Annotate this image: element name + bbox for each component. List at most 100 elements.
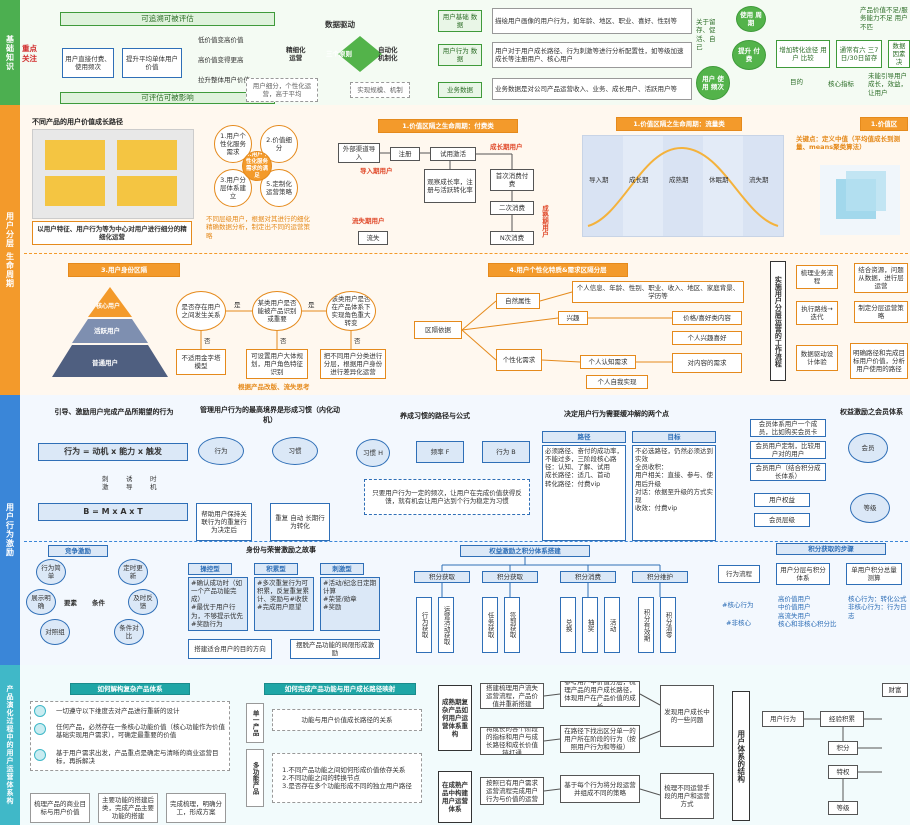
steps-title: 积分获取的步骤 (776, 543, 886, 555)
chain-convert: 增加转化途径 用户 比较 (776, 40, 830, 68)
result-2: 可设置用户大体规划，用户角色特征识别 (246, 349, 308, 379)
note-segmentation: 用户细分，个性化运营，高于平均 (246, 78, 318, 102)
points-g4: 积分维护 (632, 571, 688, 583)
mid-4: 将成长的各个阶段的指标和用户与成长路径和成长价值链打通 (480, 727, 544, 755)
perk-1: 用户权益 (754, 493, 810, 507)
business-data: 业务数据 (438, 82, 482, 98)
t5: 权益激励之会员体系 (840, 408, 903, 416)
card2-body: #多次重复行为可积累，反复重复累计、奖励与#收获 #完成用户愿望 (254, 577, 314, 631)
label-growth: 成长期用户 (490, 143, 523, 151)
arch-points: 积分 (828, 741, 858, 755)
data-driven-title: 数据驱动 (325, 20, 355, 29)
impl-title: 实施用户分层运营的工作流程 (770, 261, 786, 381)
step-1: 行为流程 (718, 565, 760, 583)
label-churn: 流失期用户 (352, 217, 385, 225)
desc-basic: 描绘用户画像的用户行为，如年龄、地区、职业、喜好、性别等 (492, 8, 692, 34)
mid-1: 搭建梳理用户流失运营流程，产品价值并重新搭建 (480, 683, 544, 709)
mid-2: 参考用户中价值分层，梳理产品的用户成长路径，体现用户在产品价值的成长 (560, 681, 640, 707)
points-g3: 积分消费 (560, 571, 616, 583)
pyramid-caption: 根据产品改版、流失思考 (238, 383, 310, 391)
flower-caption: 不同层级用户，根据对其进行的细化精确数据分析，制定出不同的运营策略 (206, 215, 310, 240)
band-incentive-body: 引导、激励用户完成产品所期望的行为 行为 = 动机 x 能力 x 触发 刺激 诱… (20, 395, 910, 665)
member-node: 会员 (848, 433, 888, 463)
t2: 管理用户行为的最高境界是形成习惯（内化动机） (200, 406, 340, 424)
seg-attr: 自然属性 (496, 293, 540, 309)
phase-3: 成熟期 (669, 176, 689, 184)
band-lifecycle-body: 不同产品的用户价值成长路径 以用户特征、用户行为等为中心对用户进行细分的精细化运… (20, 105, 910, 395)
path-items: 必须路径、奋付的成功率，不能过多，三阶段核心路径：认知、了解、试用 成长路径：适… (542, 445, 626, 541)
step-note-1: #核心行为 (722, 601, 754, 609)
points-g2: 积分获取 (482, 571, 538, 583)
sub-timing: 时机 (150, 475, 157, 492)
cube-visual (820, 165, 900, 235)
pyr-active: 活跃用户 (94, 327, 120, 335)
flower-center: 4.用户个性化服务需求的满足 (242, 151, 272, 181)
evaluate-banner: 可评估可被影响 (60, 92, 275, 104)
goal-items: 不必选路径，仍然必须达到实效 全员收积： 用户相关：直接、参与、使用后升级 对话… (632, 445, 716, 541)
seg-root: 区隔依据 (414, 321, 462, 339)
step-note-3: 高价值用户 中价值用户 高流失用户 核心和非核心积分比 (778, 595, 837, 629)
band-incentive-label: 用户行为激励 (0, 395, 20, 665)
three-principles: 三个原则 (326, 50, 352, 58)
arch-behavior: 用户行为 (762, 711, 804, 727)
curve-svg (583, 136, 783, 236)
desc-business: 业务数据是对公司产品运营收入、业务、成长用户、活跃用户等 (492, 78, 692, 100)
seg-need-2: 个人自我实现 (586, 375, 648, 389)
flow-lapsed: 流失 (358, 231, 388, 245)
behavior-b: 行为 B (482, 441, 530, 463)
use-frequency: 用户 使用 频次 (696, 66, 730, 100)
step-3: 单用户积分总量测算 (846, 563, 902, 585)
perk-2: 会员层级 (754, 513, 810, 527)
evo-item-2: 任何产品，必然存在一条核心功能价值（核心功能作为价值基础实现用户需求），可确定最… (56, 723, 225, 740)
comp-petal-1: 行为简单 (36, 559, 66, 585)
evo-item-3: 基于用户需求出发，产品重点是确定与清晰的商业运营目标，再拆解决 (56, 749, 219, 766)
flow-external: 外部渠道导入 (338, 143, 380, 163)
purpose-label: 目的 (790, 78, 803, 86)
comp-petal-2: 定时更新 (118, 559, 148, 585)
no-1: 否 (204, 337, 211, 345)
evo-item-1: 一切遵守以下维度去对产品进行重新的设计 (56, 707, 180, 715)
card3-body: #活动/纪念日定期计算 #荣誉/勋章 #奖励 (320, 577, 380, 631)
incentive-divider (24, 541, 908, 542)
card2-title: 积累型 (254, 563, 298, 575)
seg-interest: 兴趣 (558, 311, 588, 325)
right-note-bottom: 未能引导用户成长，效益，让用户 (868, 72, 907, 97)
stage-title-pay: 1.价值区隔之生命周期：付费类 (378, 119, 518, 133)
level-node: 等级 (850, 493, 890, 523)
note-scale: 实现规模、机制 (350, 82, 410, 98)
decision-1: 是否存在用户之间发生关系 (176, 291, 226, 331)
habit-formula-note: 只要用户行为一定的频次，让用户在完成价值获得反馈，就有机会让用户达到个行为稳定为… (364, 479, 530, 515)
freq-f: 频率 F (416, 441, 464, 463)
label-mature: 成熟期用户 (540, 205, 549, 238)
habit-note1: 帮助用户保持关联行为的重复行为决定后 (196, 503, 252, 541)
leaf-6: 抽奖 (582, 597, 598, 653)
behavior-node: 行为 (198, 437, 244, 465)
leaf-1: 行为获取 (416, 597, 432, 653)
step-note-2: #非核心 (726, 619, 751, 627)
band-basics-body: 可追溯可被评估 重点 关注 用户直接付费、使用频次 提升平均单体用户价值 低价值… (20, 0, 910, 105)
item-high-higher: 高价值变得更高 (198, 56, 244, 64)
step-note-4: 核心行为：转化公式 非核心行为：行为日志 (848, 595, 907, 620)
impl-right-1: 结合资源，问题从数据，进行层运营 (854, 263, 908, 293)
flow-first-pay: 首次消费付费 (490, 169, 534, 191)
sub-stimulus: 刺激 (102, 475, 109, 492)
band-basics-label: 基础知识 (0, 0, 20, 105)
key-focus: 重点 关注 (22, 44, 37, 63)
multi-desc: 1.不同产品功能之间如何形成价值依存关系 2.不同功能之间的转换节点 3.是否存… (272, 753, 422, 803)
evo-t1: 如何解构复杂产品体系 (70, 683, 190, 695)
band-lifecycle-label: 用户分层 生命周期 (0, 105, 20, 395)
yes-2: 是 (308, 301, 315, 309)
phase-2: 成长期 (629, 176, 649, 184)
member-item-1: 会员体系用户一个成员，比如购买会员卡 (750, 419, 826, 437)
comp-petal-6: 条件对比 (114, 619, 144, 645)
curve-chart: 导入期 成长期 成熟期 休眠期 流失期 (582, 135, 784, 237)
leaf-4: 签到获取 (504, 597, 520, 653)
band-evolution-body: 如何解构复杂产品体系 一切遵守以下维度去对产品进行重新的设计 任何产品，必然存在… (20, 665, 910, 825)
comp-petal-3: 展示明确 (26, 589, 56, 615)
pyr-normal: 普通用户 (92, 359, 118, 367)
mid-7: 按照已有用户需求运营流程完成用户行为与价值的运营 (480, 777, 544, 805)
t1: 引导、激励用户完成产品所期望的行为 (54, 408, 174, 416)
flow-second-pay: 二次消费 (490, 201, 534, 215)
arch-title: 用户体系的结构 (732, 691, 750, 821)
impl-step-1: 梳理业务流程 (796, 265, 838, 289)
